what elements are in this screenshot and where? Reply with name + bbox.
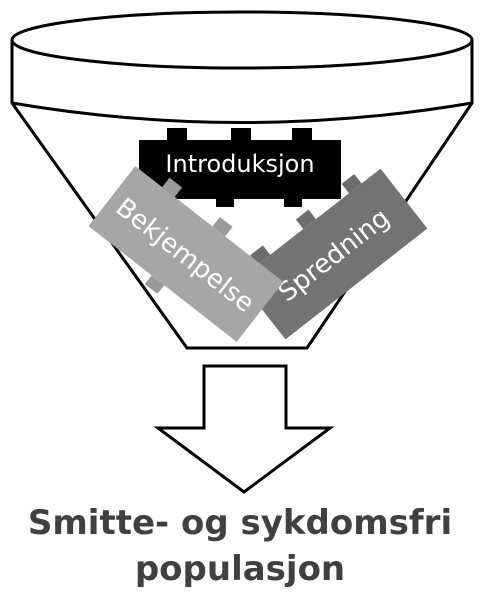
funnel-rim-lower-edge — [11, 101, 473, 124]
caption-line-2: populasjon — [134, 549, 346, 589]
block-introduksjon-label: Introduksjon — [165, 150, 314, 178]
block-stud — [167, 128, 187, 140]
block-stud — [212, 217, 233, 237]
block-stud — [341, 173, 362, 194]
block-stud — [216, 197, 234, 207]
block-stud — [231, 128, 251, 140]
block-introduksjon: Introduksjon — [139, 128, 341, 207]
block-spredning-body — [238, 168, 428, 340]
block-stud — [144, 275, 165, 294]
block-stud — [292, 128, 312, 140]
caption-line-1: Smitte- og sykdomsfri — [27, 503, 453, 543]
block-stud — [295, 209, 316, 229]
block-stud — [162, 177, 183, 197]
down-arrow-icon — [153, 364, 335, 494]
block-bekjempelse-body — [88, 166, 284, 342]
block-stud — [284, 197, 302, 207]
funnel-rim — [10, 10, 474, 70]
